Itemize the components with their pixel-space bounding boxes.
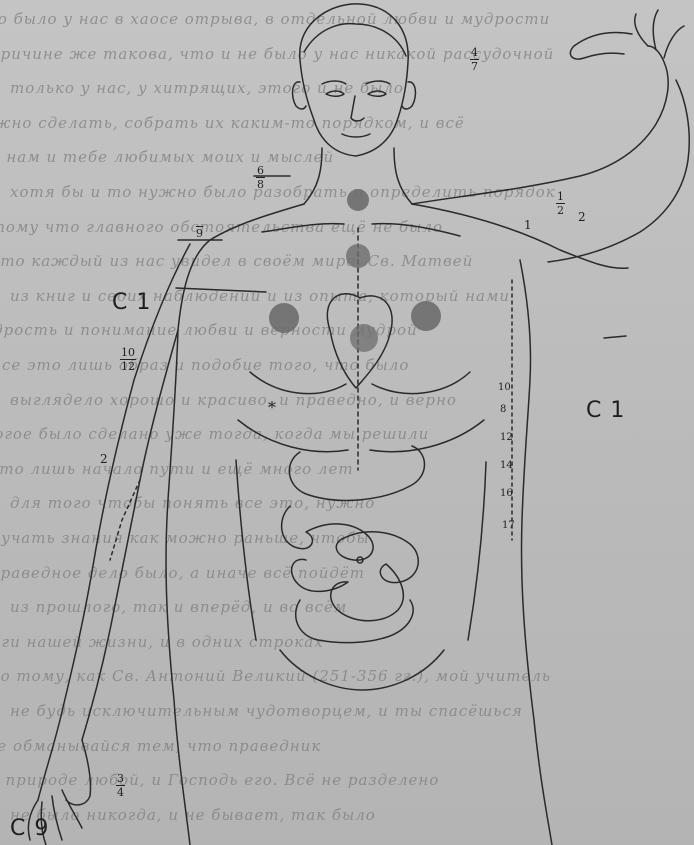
- right-arm-inner: [548, 80, 689, 262]
- segment-label-right-2: 2: [578, 210, 586, 224]
- fraction-arm-right-num: 1: [556, 190, 565, 204]
- clavicle-right: [372, 224, 460, 236]
- torso-right: [412, 204, 628, 268]
- star-mark: *: [268, 398, 276, 417]
- fraction-hand-left: 3 4: [116, 772, 125, 799]
- fraction-neck-left: 6 8: [256, 164, 265, 191]
- fraction-shoulder-left-den: 9: [196, 227, 203, 240]
- fraction-head-num: 4: [470, 46, 479, 60]
- lower-abdomen: [280, 650, 444, 690]
- arm-dash: [110, 480, 140, 560]
- label-c1-left: C 1: [112, 290, 151, 315]
- spot-left-breast: [269, 303, 299, 333]
- label-c1-right: C 1: [586, 398, 625, 423]
- label-c9: C 9: [10, 816, 49, 841]
- right-chest: [372, 372, 470, 394]
- fraction-arm-right-den: 2: [556, 204, 565, 217]
- stomach: [289, 446, 424, 500]
- right-eye: [368, 91, 386, 96]
- segment-label-arm: 2: [100, 452, 108, 466]
- fraction-hand-left-num: 3: [116, 772, 125, 786]
- spot-upper-chest: [346, 244, 370, 268]
- left-eye: [326, 91, 344, 96]
- fraction-arm-right: 1 2: [556, 190, 565, 217]
- left-eyebrow: [322, 81, 346, 84]
- fraction-hand-left-den: 4: [116, 786, 125, 799]
- fraction-shoulder-left: 9: [196, 226, 203, 240]
- spine-number-16: 16: [500, 488, 513, 499]
- fraction-chest-left: 10 12: [120, 346, 136, 373]
- right-arm-outer: [412, 46, 668, 204]
- fraction-chest-left-num: 10: [120, 346, 136, 360]
- torso-left: [166, 204, 304, 845]
- intestines: [282, 506, 419, 643]
- hair-line: [304, 24, 406, 56]
- spine-number-10: 10: [498, 382, 511, 393]
- leader-line-right: [604, 336, 626, 338]
- left-chest: [250, 372, 346, 394]
- spot-right-breast: [411, 301, 441, 331]
- abdomen-wall-left: [236, 460, 256, 640]
- fraction-chest-left-den: 12: [120, 360, 136, 373]
- right-eyebrow: [366, 81, 390, 84]
- spine-number-14: 14: [500, 460, 513, 471]
- fraction-head: 4 7: [470, 46, 479, 73]
- head-outline: [300, 4, 408, 156]
- left-arm-inner: [82, 330, 178, 740]
- rib-arc-right: [370, 420, 484, 452]
- fraction-head-den: 7: [470, 60, 479, 73]
- abdomen-wall-right: [468, 462, 486, 640]
- fraction-neck-left-num: 6: [256, 164, 265, 178]
- right-flank: [520, 260, 552, 845]
- spine-number-12: 12: [500, 432, 513, 443]
- fraction-neck-left-den: 8: [256, 178, 265, 191]
- segment-label-right-1: 1: [524, 218, 532, 232]
- spine-number-17: 17: [502, 520, 515, 531]
- clavicle-left: [262, 224, 344, 232]
- spot-heart: [350, 324, 378, 352]
- leader-line-left: [176, 288, 266, 292]
- neck-left: [304, 148, 322, 204]
- spot-throat: [347, 189, 369, 211]
- spine-number-8: 8: [500, 404, 506, 415]
- right-hand: [570, 10, 684, 59]
- neck-right: [394, 148, 412, 204]
- rib-arc-left: [238, 420, 348, 452]
- mouth: [342, 134, 370, 137]
- nose: [351, 96, 364, 121]
